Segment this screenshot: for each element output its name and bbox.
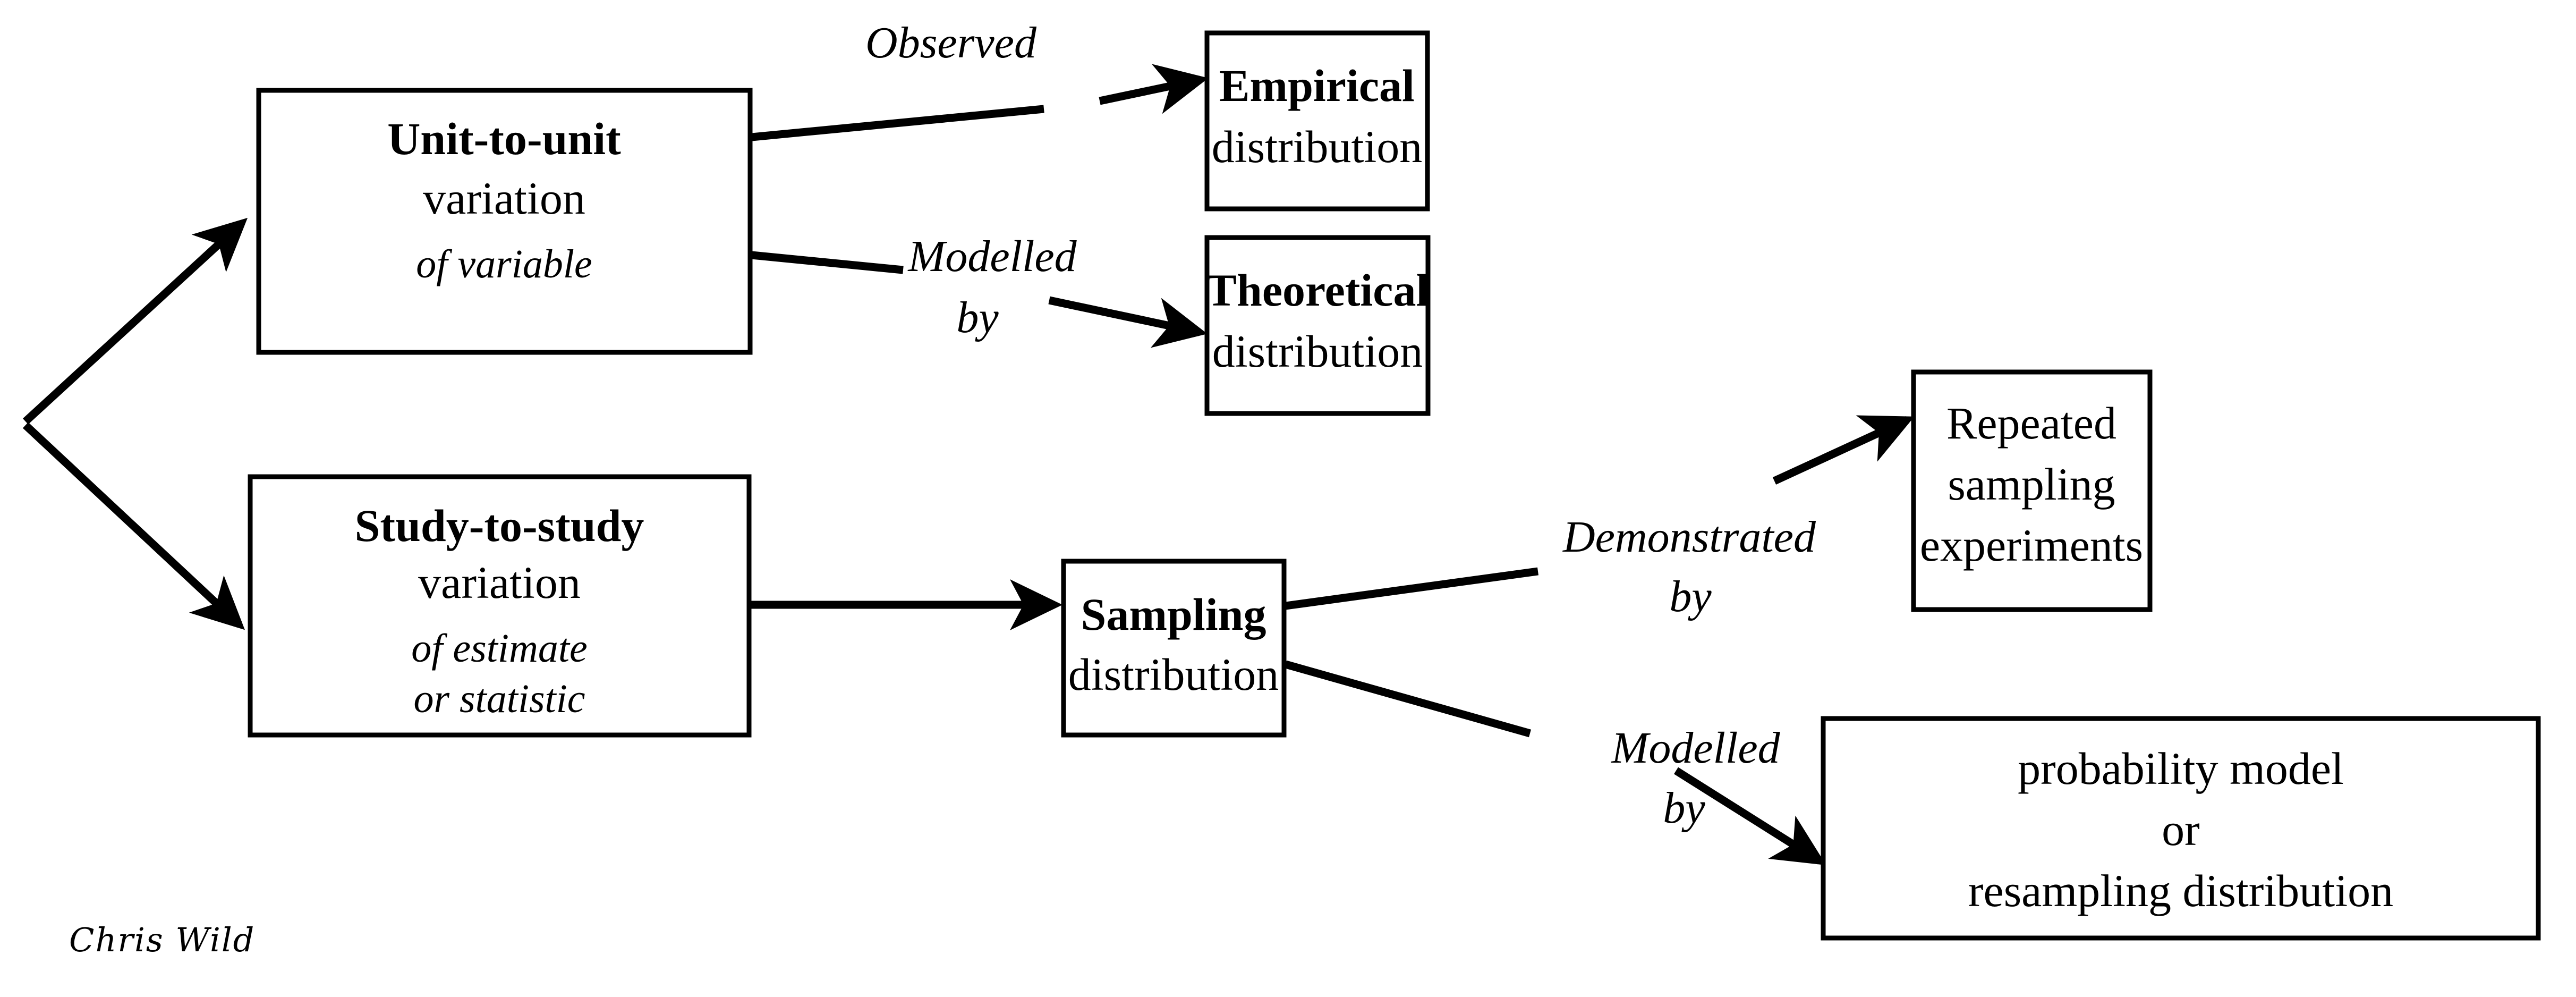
node-sampling-distribution-line-1: Sampling xyxy=(1081,589,1266,640)
node-sampling-distribution[interactable]: Sampling distribution xyxy=(1061,559,1287,738)
edge-label-modelled-by-theoretical-line-2: by xyxy=(956,293,999,342)
node-repeated-sampling-experiments[interactable]: Repeated sampling experiments xyxy=(1911,369,2153,612)
edge-label-modelled-by-theoretical: Modelled by xyxy=(907,232,1077,342)
edge-fork-to-unit xyxy=(22,217,248,425)
node-unit-to-unit[interactable]: Unit-to-unit variation of variable xyxy=(256,88,753,355)
edge-observed xyxy=(751,64,1209,141)
node-probability-model-line-1: probability model xyxy=(2018,743,2344,794)
author-signature: Chris Wild xyxy=(69,920,255,959)
edge-label-demonstrated-by-line-1: Demonstrated xyxy=(1562,512,1816,562)
edge-fork-to-study xyxy=(22,422,245,630)
node-unit-to-unit-line-1: Unit-to-unit xyxy=(387,113,621,164)
node-repeated-sampling-experiments-line-3: experiments xyxy=(1920,520,2143,571)
node-unit-to-unit-line-2: variation xyxy=(423,173,585,224)
edge-label-modelled-by-probability: Modelled by xyxy=(1611,723,1780,833)
node-repeated-sampling-experiments-line-1: Repeated xyxy=(1946,398,2116,449)
edge-label-demonstrated-by-line-2: by xyxy=(1669,572,1712,621)
node-probability-model-box xyxy=(1821,716,2541,941)
edge-label-demonstrated-by: Demonstrated by xyxy=(1562,512,1816,621)
edge-label-modelled-by-theoretical-line-1: Modelled xyxy=(907,232,1077,281)
edge-label-modelled-by-probability-line-1: Modelled xyxy=(1611,723,1780,773)
node-probability-model[interactable]: probability model or resampling distribu… xyxy=(1821,716,2541,941)
node-study-to-study-box xyxy=(248,474,752,738)
node-empirical-distribution[interactable]: Empirical distribution xyxy=(1204,30,1430,212)
node-theoretical-distribution-line-2: distribution xyxy=(1212,326,1423,377)
node-study-to-study[interactable]: Study-to-study variation of estimate or … xyxy=(248,474,752,738)
node-repeated-sampling-experiments-line-2: sampling xyxy=(1948,459,2115,510)
edge-demonstrated-by xyxy=(1285,415,1915,610)
node-study-to-study-line-2: variation xyxy=(418,557,581,608)
node-sampling-distribution-line-2: distribution xyxy=(1068,649,1279,700)
node-theoretical-distribution-line-1: Theoretical xyxy=(1206,265,1429,316)
node-probability-model-line-3: resampling distribution xyxy=(1968,865,2393,916)
node-unit-to-unit-sub-1: of variable xyxy=(416,242,592,286)
node-study-to-study-sub-2: or statistic xyxy=(413,677,585,721)
edge-label-observed: Observed xyxy=(865,18,1037,67)
node-study-to-study-line-1: Study-to-study xyxy=(355,500,644,551)
node-unit-to-unit-box xyxy=(256,88,753,355)
node-repeated-sampling-experiments-box xyxy=(1911,369,2153,612)
node-study-to-study-sub-1: of estimate xyxy=(411,626,587,671)
node-empirical-distribution-line-2: distribution xyxy=(1212,121,1423,172)
edge-label-observed-line-1: Observed xyxy=(865,18,1037,67)
node-theoretical-distribution[interactable]: Theoretical distribution xyxy=(1204,235,1431,416)
edge-modelled-by-theoretical xyxy=(751,251,1208,348)
node-sampling-distribution-box xyxy=(1061,559,1287,738)
node-theoretical-distribution-box xyxy=(1204,235,1431,416)
edge-label-modelled-by-probability-line-2: by xyxy=(1663,783,1705,833)
edge-modelled-by-probability xyxy=(1284,660,1826,865)
node-probability-model-line-2: or xyxy=(2162,804,2200,855)
node-empirical-distribution-box xyxy=(1204,30,1430,212)
node-empirical-distribution-line-1: Empirical xyxy=(1219,60,1415,111)
